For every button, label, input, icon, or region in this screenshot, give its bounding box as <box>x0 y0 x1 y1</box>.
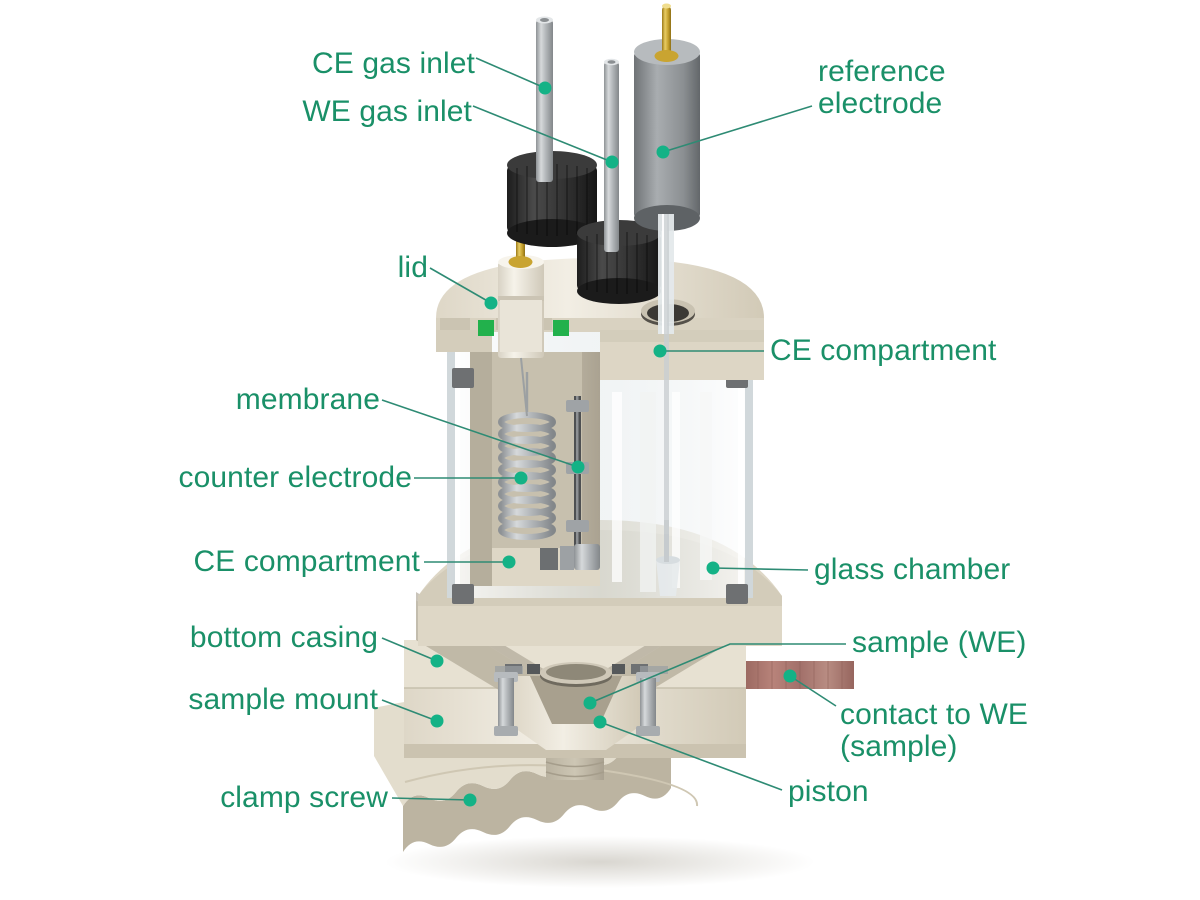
marker-contact-to-we <box>783 669 797 683</box>
counter-electrode-coil <box>498 372 556 540</box>
sample-mount-fasteners <box>495 664 668 674</box>
leader-clamp-screw <box>391 797 471 801</box>
piston-cone <box>512 662 640 750</box>
label-reference-electrode: reference electrode <box>818 55 946 121</box>
leader-lid <box>429 267 492 304</box>
marker-ce-gas-inlet <box>538 81 552 95</box>
label-sample-we: sample (WE) <box>852 626 1027 659</box>
ce-compartment-fittings <box>540 544 600 570</box>
marker-ce-compartment-top <box>653 344 667 358</box>
leader-glass-chamber <box>712 567 809 571</box>
leader-sample-mount <box>381 699 438 722</box>
label-ce-compartment-bottom: CE compartment <box>193 545 420 578</box>
ceramic-post <box>498 255 544 358</box>
label-sample-mount: sample mount <box>188 683 378 716</box>
label-ce-compartment-top: CE compartment <box>770 334 997 367</box>
leader-we-gas-inlet <box>472 105 613 163</box>
marker-counter-electrode <box>514 471 528 485</box>
marker-ce-compartment-bottom <box>502 555 516 569</box>
marker-clamp-screw <box>463 793 477 807</box>
label-counter-electrode: counter electrode <box>178 461 412 494</box>
label-piston: piston <box>788 775 869 808</box>
label-contact-to-we: contact to WE (sample) <box>840 698 1029 764</box>
label-clamp-screw: clamp screw <box>220 781 388 814</box>
ce-lead-wire <box>520 357 528 417</box>
label-ce-gas-inlet: CE gas inlet <box>312 47 475 80</box>
leader-reference-electrode <box>662 105 813 153</box>
label-bottom-casing: bottom casing <box>189 621 378 654</box>
label-glass-chamber: glass chamber <box>814 553 1011 586</box>
leader-bottom-casing <box>381 637 438 662</box>
membrane-strip <box>566 396 589 562</box>
oring-seal <box>478 320 494 336</box>
leader-piston <box>599 721 783 791</box>
label-lid: lid <box>397 251 428 284</box>
inner-glass-vial <box>656 520 680 596</box>
label-membrane: membrane <box>235 383 380 416</box>
marker-sample-we <box>583 696 597 710</box>
marker-bottom-casing <box>430 654 444 668</box>
leader-ce-gas-inlet <box>475 57 546 89</box>
marker-piston <box>593 715 607 729</box>
ground-shadow <box>385 836 815 888</box>
oring-seal <box>553 320 569 336</box>
leader-sample-we <box>589 643 846 704</box>
marker-lid <box>484 296 498 310</box>
marker-we-gas-inlet <box>605 155 619 169</box>
sample-mount-bolts <box>494 672 660 736</box>
marker-reference-electrode <box>656 145 670 159</box>
ce-gas-inlet-tube <box>536 16 553 182</box>
leader-contact-to-we <box>789 675 837 707</box>
leader-membrane <box>381 399 579 468</box>
marker-membrane <box>571 460 585 474</box>
marker-sample-mount <box>430 714 444 728</box>
marker-glass-chamber <box>706 561 720 575</box>
reference-electrode-body <box>634 3 700 534</box>
label-we-gas-inlet: WE gas inlet <box>302 95 472 128</box>
